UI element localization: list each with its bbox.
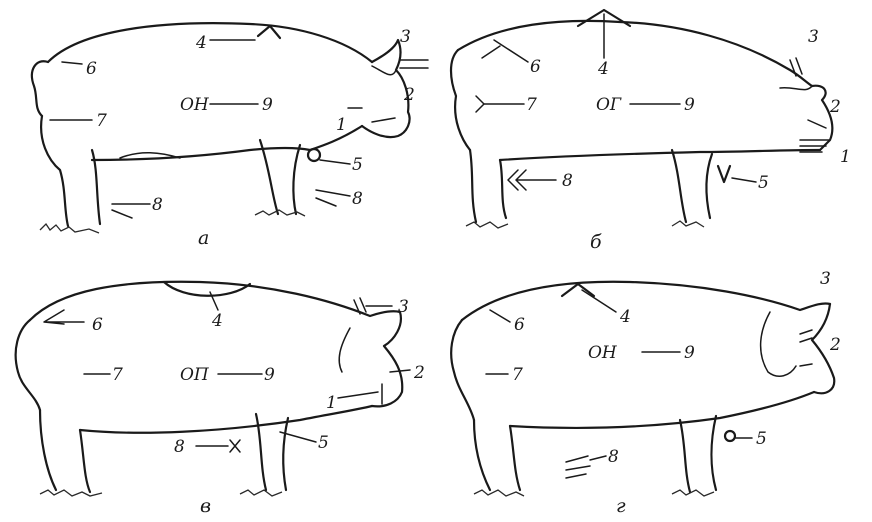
caption-v: в (200, 495, 211, 517)
caption-b: б (590, 231, 602, 253)
label-9: 9 (264, 365, 275, 385)
label-7: 7 (96, 111, 107, 131)
pig-outline-b (451, 21, 832, 222)
caption-g: г (616, 495, 626, 517)
panel-v: 6 4 3 2 1 7 9 5 8 ОП в (16, 282, 425, 517)
ground-g (474, 490, 714, 496)
label-2: 2 (413, 363, 425, 383)
label-9: 9 (684, 343, 695, 363)
label-9: 9 (684, 95, 695, 115)
label-3: 3 (398, 297, 409, 317)
panel-a: 6 4 3 2 1 7 9 5 8 8 ОН а (32, 23, 428, 249)
label-6: 6 (530, 57, 541, 77)
label-8: 8 (608, 447, 619, 467)
pig-outline-g (451, 282, 834, 492)
mark-op: ОП (180, 365, 210, 385)
label-8: 8 (152, 195, 163, 215)
label-9: 9 (262, 95, 273, 115)
ground-v (40, 490, 282, 496)
label-4: 4 (211, 311, 223, 331)
circle-mark-a (308, 149, 320, 161)
label-3: 3 (808, 27, 819, 47)
notch-marks-g (562, 284, 812, 478)
mark-on: ОН (180, 95, 210, 115)
pig-outline-v (16, 282, 403, 492)
label-7: 7 (526, 95, 537, 115)
label-5: 5 (756, 429, 767, 449)
label-1: 1 (840, 147, 851, 167)
label-5: 5 (352, 155, 363, 175)
label-4: 4 (195, 33, 207, 53)
label-4: 4 (619, 307, 631, 327)
panel-g: 6 4 3 2 7 9 5 8 ОН г (451, 269, 841, 517)
label-6: 6 (92, 315, 103, 335)
label-6: 6 (86, 59, 97, 79)
label-8: 8 (562, 171, 573, 191)
caption-a: а (198, 227, 209, 249)
label-8: 8 (174, 437, 185, 457)
label-4: 4 (597, 59, 609, 79)
labels-a: 6 4 3 2 1 7 9 5 8 8 ОН а (86, 27, 415, 249)
label-3: 3 (820, 269, 831, 289)
label-5: 5 (758, 173, 769, 193)
label-2: 2 (829, 97, 841, 117)
label-2: 2 (829, 335, 841, 355)
label-3: 3 (400, 27, 411, 47)
ground-b (466, 221, 704, 228)
label-5: 5 (318, 433, 329, 453)
label-6: 6 (514, 315, 525, 335)
circle-mark-g (725, 431, 735, 441)
label-7: 7 (112, 365, 123, 385)
ground-a (40, 210, 305, 233)
label-7: 7 (512, 365, 523, 385)
label-1: 1 (336, 115, 347, 135)
mark-og: ОГ (596, 95, 622, 115)
mark-on: ОН (588, 343, 618, 363)
label-8-front: 8 (352, 189, 363, 209)
label-2: 2 (403, 85, 415, 105)
leader-lines-v (84, 292, 410, 446)
panel-b: 6 4 3 2 1 7 9 5 8 ОГ б (451, 10, 851, 253)
label-1: 1 (326, 393, 337, 413)
